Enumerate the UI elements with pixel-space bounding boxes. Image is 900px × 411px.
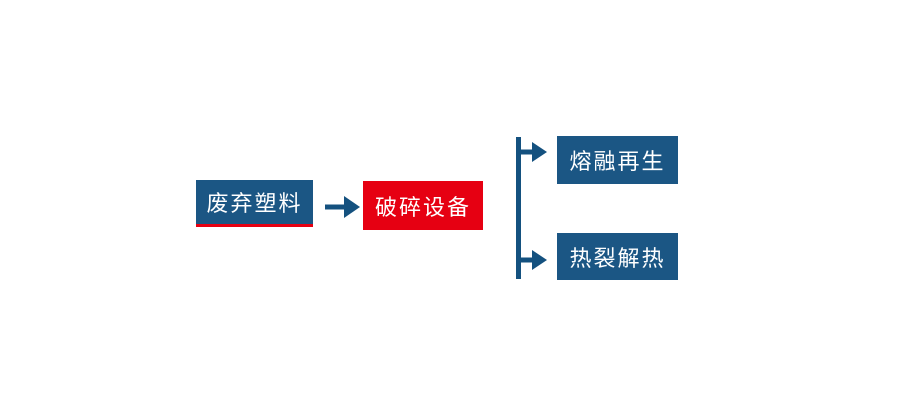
flow-node-crushing-equipment: 破碎设备 bbox=[363, 181, 483, 230]
branch-connector bbox=[516, 137, 547, 279]
flow-node-melt-regeneration-label: 熔融再生 bbox=[569, 149, 666, 174]
flow-node-melt-regeneration: 熔融再生 bbox=[557, 136, 678, 184]
flow-node-thermal-pyrolysis-label: 热裂解热 bbox=[569, 245, 666, 271]
flow-node-crushing-equipment-label: 破碎设备 bbox=[374, 194, 471, 220]
arrow-right-icon bbox=[325, 196, 360, 218]
flow-node-waste-plastic-label: 废弃塑料 bbox=[206, 191, 303, 216]
flow-node-waste-plastic: 废弃塑料 bbox=[196, 180, 313, 227]
flow-node-thermal-pyrolysis: 热裂解热 bbox=[557, 233, 678, 280]
branch-arrow-bottom-icon bbox=[519, 250, 547, 270]
branch-line bbox=[516, 137, 521, 279]
branch-arrow-top-icon bbox=[519, 142, 547, 162]
